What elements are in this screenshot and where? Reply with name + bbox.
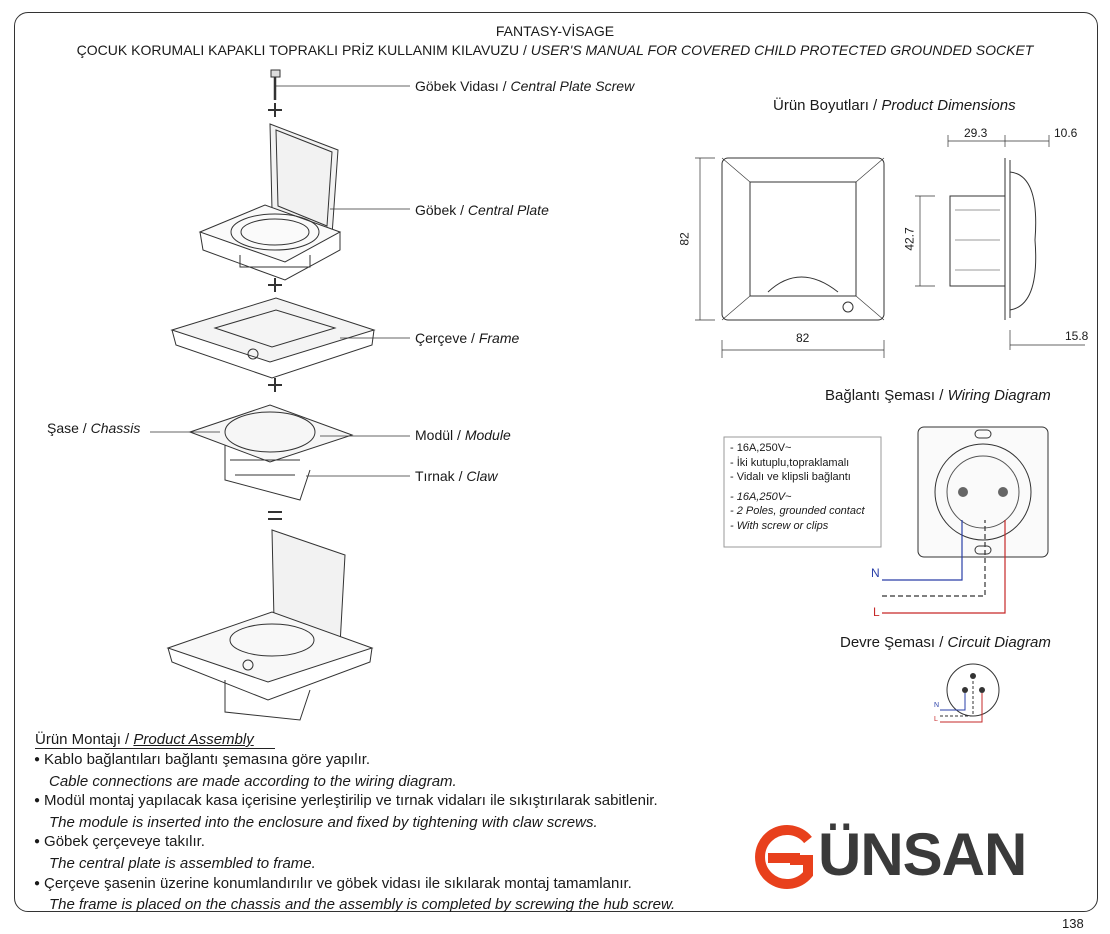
circuit-title: Devre Şeması / Circuit Diagram: [840, 634, 1051, 651]
dim-bottom-depth: 15.8: [1065, 329, 1089, 343]
page-number: 138: [1062, 916, 1084, 931]
label-module: Modül / Module: [415, 427, 511, 443]
wiring-l-label: L: [873, 605, 880, 619]
label-frame: Çerçeve / Frame: [415, 330, 520, 346]
wiring-drawing: [723, 426, 1049, 614]
title-tr: ÇOCUK KORUMALI KAPAKLI TOPRAKLI PRİZ KUL…: [76, 42, 527, 58]
label-central-plate: Göbek / Central Plate: [415, 202, 549, 218]
step-3-en: The central plate is assembled to frame.: [49, 854, 316, 872]
step-4-en: The frame is placed on the chassis and t…: [49, 896, 676, 914]
step-1-tr: Kablo bağlantıları bağlantı şemasına gör…: [34, 750, 675, 772]
front-view: [695, 157, 885, 358]
label-claw: Tırnak / Claw: [415, 468, 498, 484]
page-title: ÇOCUK KORUMALI KAPAKLI TOPRAKLI PRİZ KUL…: [0, 42, 1110, 58]
step-4-tr: Çerçeve şasenin üzerine konumlandırılır …: [34, 874, 675, 896]
central-plate-drawing: [198, 123, 410, 281]
step-1-en: Cable connections are made according to …: [49, 772, 457, 790]
assembly-title-underline: [35, 731, 275, 749]
screw-drawing: [270, 69, 410, 100]
brand-line: FANTASY-VİSAGE: [495, 23, 615, 39]
page-border: [14, 12, 1098, 912]
circuit-l-label: L: [934, 716, 938, 723]
assembled-drawing: [166, 529, 374, 721]
label-chassis: Şase / Chassis: [47, 420, 141, 436]
assembly-steps: Kablo bağlantıları bağlantı şemasına gör…: [34, 750, 675, 915]
dim-inner-height: 42.7: [902, 227, 917, 251]
step-2-en: The module is inserted into the enclosur…: [49, 813, 598, 831]
wiring-title: Bağlantı Şeması / Wiring Diagram: [825, 387, 1051, 404]
side-view: [915, 135, 1085, 350]
gunsan-logo: ÜNSAN: [818, 821, 1027, 888]
dim-depth-a: 29.3: [964, 126, 988, 140]
step-2-tr: Modül montaj yapılacak kasa içerisine ye…: [34, 791, 675, 813]
step-3-tr: Göbek çerçeveye takılır.: [34, 832, 675, 854]
title-en: USER'S MANUAL FOR COVERED CHILD PROTECTE…: [530, 42, 1034, 58]
dim-depth-b: 10.6: [1054, 126, 1078, 140]
wiring-n-label: N: [871, 566, 880, 580]
chassis-drawing: [150, 404, 410, 501]
circuit-n-label: N: [934, 702, 940, 709]
circuit-drawing: [940, 663, 1000, 723]
dim-width: 82: [796, 331, 810, 345]
wiring-spec: - 16A,250V~ - İki kutuplu,topraklamalı -…: [730, 442, 865, 532]
frame-drawing: [170, 297, 410, 379]
assembly-title: Ürün Montajı / Product Assembly: [35, 731, 254, 748]
plus-signs: [268, 103, 282, 520]
dim-height: 82: [677, 232, 692, 246]
dimensions-title: Ürün Boyutları / Product Dimensions: [773, 97, 1016, 114]
label-central-plate-screw: Göbek Vidası / Central Plate Screw: [415, 78, 635, 94]
logo-g-mark: [755, 825, 813, 889]
